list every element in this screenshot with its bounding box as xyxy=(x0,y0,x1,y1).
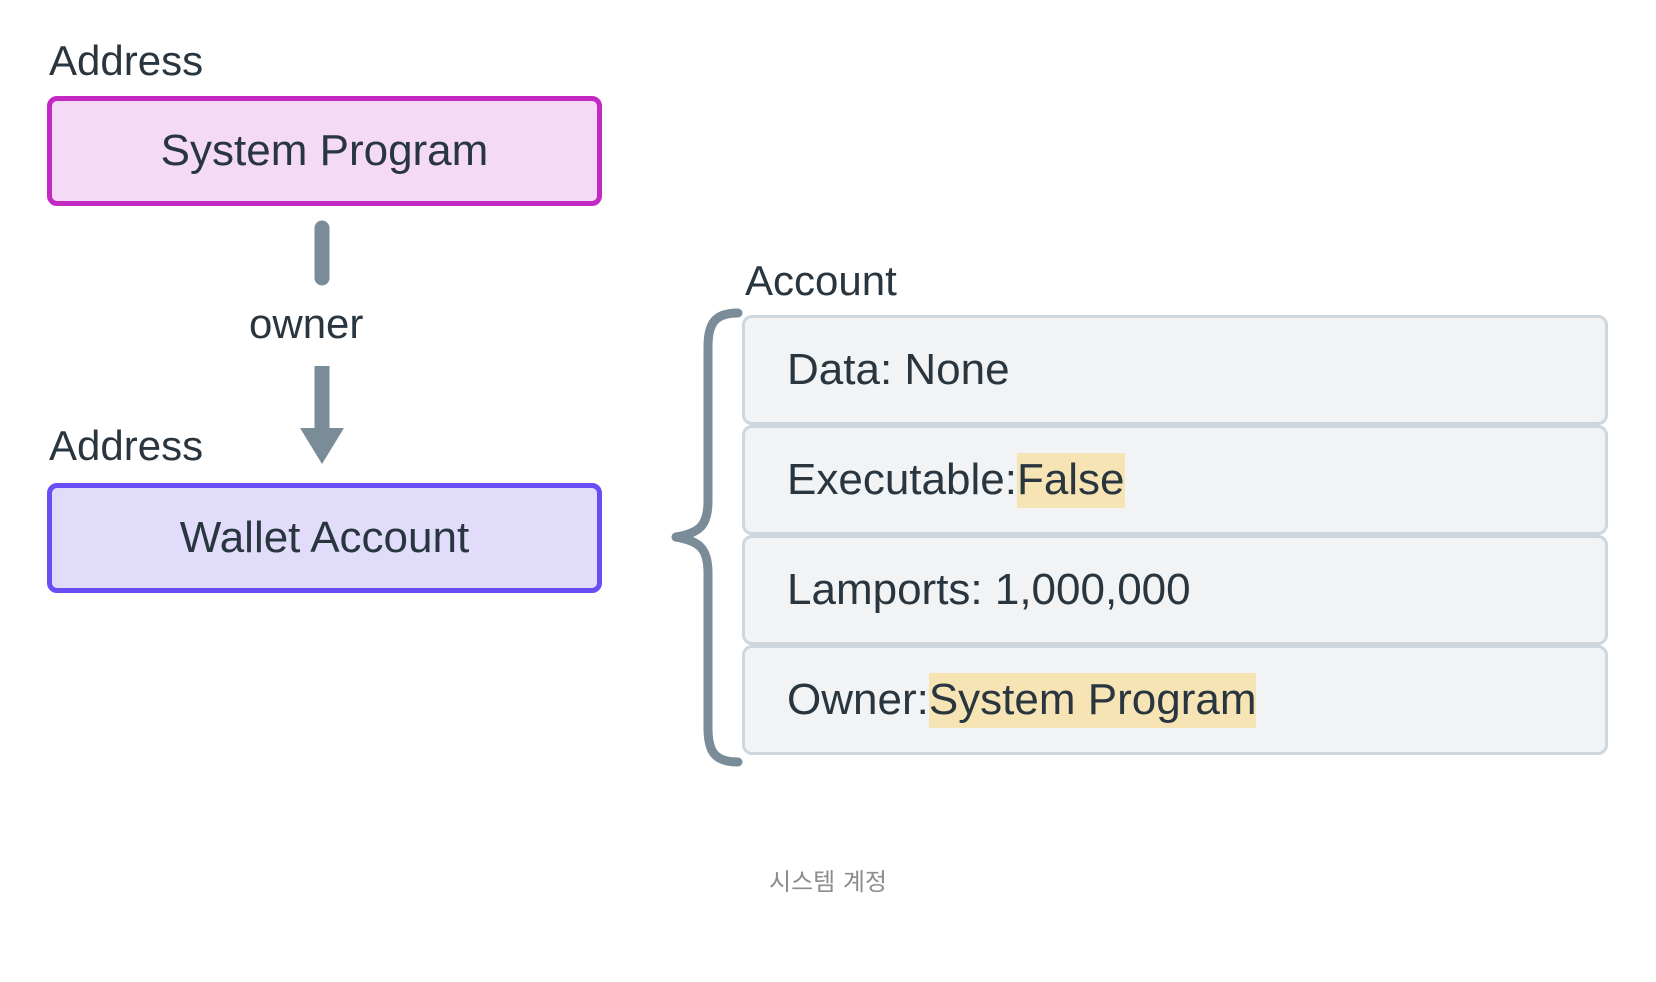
account-field-data: Data: None xyxy=(745,345,1010,396)
address-label-system-program: Address xyxy=(49,37,204,84)
account-field-executable-value: False xyxy=(1016,452,1125,508)
node-system-program-label: System Program xyxy=(160,126,489,175)
account-field-row[interactable]: Lamports: 1,000,000 xyxy=(742,535,1608,645)
account-field-row[interactable]: Executable:False xyxy=(742,425,1608,535)
curly-brace-icon xyxy=(671,308,743,767)
address-label-wallet-account: Address xyxy=(49,422,204,469)
owner-arrow-icon xyxy=(300,220,344,464)
account-field-row[interactable]: Owner:System Program xyxy=(742,645,1608,755)
account-group-label: Account xyxy=(745,257,897,304)
account-field-data-prefix: Data: None xyxy=(787,344,1010,394)
account-field-lamports-prefix: Lamports: 1,000,000 xyxy=(787,564,1191,614)
account-field-list: Data: None Executable:False Lamports: 1,… xyxy=(742,315,1608,755)
node-wallet-account-label: Wallet Account xyxy=(179,513,470,562)
figure-caption: 시스템 계정 xyxy=(768,868,888,896)
account-field-executable: Executable:False xyxy=(745,452,1125,508)
account-field-lamports: Lamports: 1,000,000 xyxy=(745,565,1191,616)
node-system-program[interactable]: System Program xyxy=(47,96,602,206)
account-field-owner-value: System Program xyxy=(928,672,1257,728)
account-field-owner: Owner:System Program xyxy=(745,672,1257,728)
account-field-row[interactable]: Data: None xyxy=(742,315,1608,425)
account-field-owner-prefix: Owner: xyxy=(787,674,929,724)
edge-label-owner: owner xyxy=(249,300,364,347)
account-field-executable-prefix: Executable: xyxy=(787,454,1017,504)
node-wallet-account[interactable]: Wallet Account xyxy=(47,483,602,593)
